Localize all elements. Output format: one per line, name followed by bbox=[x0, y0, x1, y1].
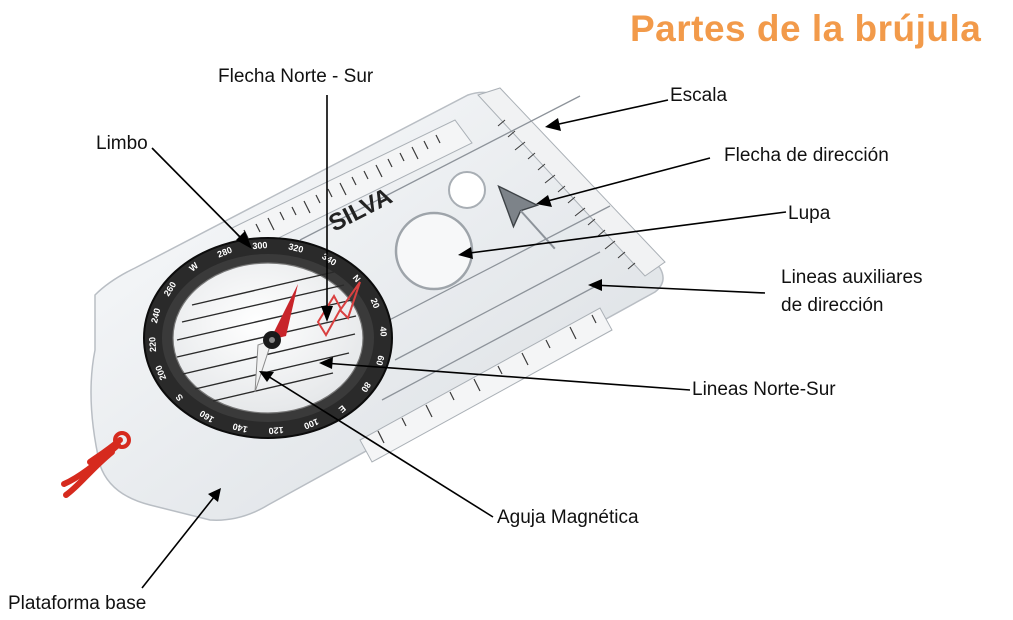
label-flecha-norte-sur: Flecha Norte - Sur bbox=[218, 66, 374, 87]
label-limbo: Limbo bbox=[96, 133, 148, 154]
page-title: Partes de la brújula bbox=[630, 8, 982, 49]
bezel-degree-label: 240 bbox=[149, 307, 162, 324]
leader-lineas-aux bbox=[591, 284, 766, 294]
leader-escala bbox=[549, 99, 669, 127]
bezel-degree-label: E bbox=[337, 403, 348, 415]
leader-limbo bbox=[151, 147, 248, 245]
magnetic-needle bbox=[254, 284, 298, 393]
leader-lineas-ns bbox=[323, 362, 691, 391]
bezel-degree-label: S bbox=[174, 392, 186, 403]
bezel-degree-label: 60 bbox=[374, 354, 386, 366]
bezel-degree-label: 220 bbox=[147, 337, 158, 353]
direction-lines bbox=[299, 95, 611, 401]
lanyard bbox=[61, 431, 131, 498]
magnifier-hole bbox=[448, 171, 486, 209]
orienting-arrow bbox=[316, 281, 361, 337]
label-escala: Escala bbox=[670, 85, 728, 106]
label-aguja-magnetica: Aguja Magnética bbox=[497, 507, 639, 528]
bezel-degree-label: 140 bbox=[232, 421, 249, 434]
bezel-degree-label: 20 bbox=[369, 297, 382, 310]
label-lineas-norte-sur: Lineas Norte-Sur bbox=[692, 379, 836, 400]
magnifier bbox=[394, 211, 474, 291]
bezel-degree-label: 300 bbox=[252, 240, 268, 251]
leader-flecha-direccion bbox=[539, 157, 711, 204]
label-lineas-auxiliares: Lineas auxiliares bbox=[781, 267, 923, 288]
ruler-bottom-ticks bbox=[377, 314, 597, 444]
label-flecha-direccion: Flecha de dirección bbox=[724, 145, 889, 166]
leader-aguja bbox=[262, 372, 494, 518]
bezel-degree-label: 120 bbox=[268, 425, 284, 436]
ruler-ticks bbox=[243, 134, 441, 239]
leader-plataforma bbox=[141, 491, 219, 589]
bezel-degree-label: 80 bbox=[359, 380, 373, 394]
leader-lines bbox=[141, 95, 787, 589]
label-lupa: Lupa bbox=[788, 203, 831, 224]
label-plataforma-base: Plataforma base bbox=[8, 593, 147, 614]
leader-lupa bbox=[461, 211, 787, 255]
bezel-degree-label: 40 bbox=[378, 326, 389, 337]
label-de-direccion: de dirección bbox=[781, 295, 884, 316]
ruler-right bbox=[477, 87, 666, 277]
bezel-degree-label: N bbox=[351, 273, 363, 284]
leader-arrowheads bbox=[208, 118, 602, 502]
ruler-right-ticks bbox=[497, 119, 636, 270]
bezel-degree-label: 320 bbox=[287, 241, 304, 254]
